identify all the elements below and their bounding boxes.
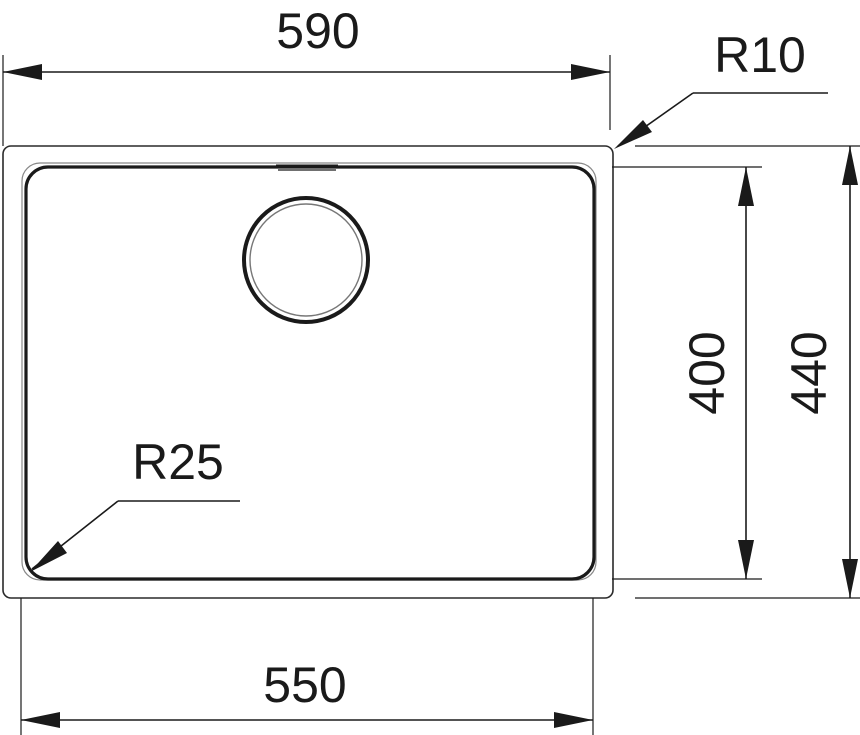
dimension-inner-radius: R25 xyxy=(30,434,240,572)
sink-outline xyxy=(2,145,614,599)
dimension-label-outer-radius: R10 xyxy=(714,27,806,83)
dimension-label-overall-width: 590 xyxy=(276,3,359,59)
dimension-bowl-depth: 400 xyxy=(612,166,762,580)
drain-icon xyxy=(242,196,370,324)
dimension-label-overall-depth: 440 xyxy=(781,331,837,414)
dimension-label-inner-radius: R25 xyxy=(132,434,224,490)
sink-bowl xyxy=(24,165,596,581)
dimension-label-bowl-width: 550 xyxy=(263,657,346,713)
dimension-bowl-width: 550 xyxy=(20,598,594,735)
dimension-overall-depth: 440 xyxy=(635,145,860,599)
dimension-label-bowl-depth: 400 xyxy=(679,331,735,414)
sink-outer-rim xyxy=(2,145,614,599)
dimension-outer-radius: R10 xyxy=(614,27,828,149)
overflow-slot xyxy=(276,164,338,171)
dimension-overall-width: 590 xyxy=(2,3,611,146)
sink-bowl-shadow xyxy=(21,162,597,581)
